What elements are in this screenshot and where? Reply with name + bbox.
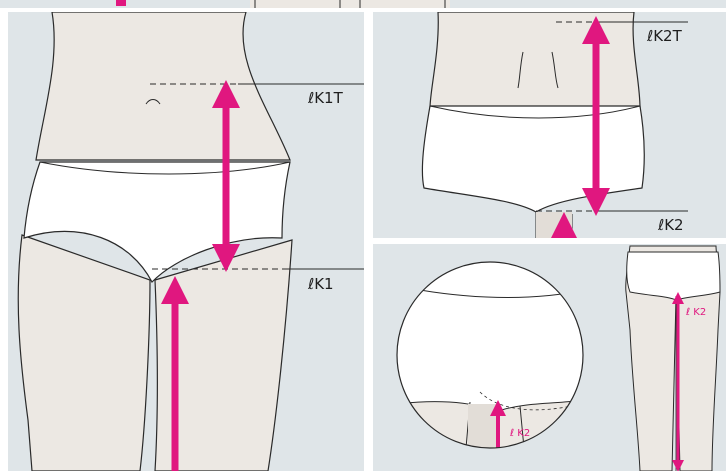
- detail-view-panel: ℓ K2 ℓ K2: [373, 244, 726, 471]
- front-view-panel: ℓK1T ℓK1: [8, 12, 364, 471]
- torso-back: [430, 12, 640, 108]
- back-figure-full: ℓ K2: [626, 246, 720, 471]
- label-lk1t: ℓK1T: [307, 89, 344, 107]
- back-view-panel: ℓK2T ℓK2: [373, 12, 726, 238]
- zoom-circle: ℓ K2: [397, 262, 583, 448]
- label-lk2-full: ℓ K2: [686, 307, 706, 318]
- label-lk2-zoom: ℓ K2: [510, 428, 530, 439]
- label-lk2t: ℓK2T: [646, 27, 683, 45]
- top-strip-panel: [0, 0, 726, 8]
- label-lk1: ℓK1: [307, 275, 334, 293]
- label-lk2: ℓK2: [657, 216, 684, 234]
